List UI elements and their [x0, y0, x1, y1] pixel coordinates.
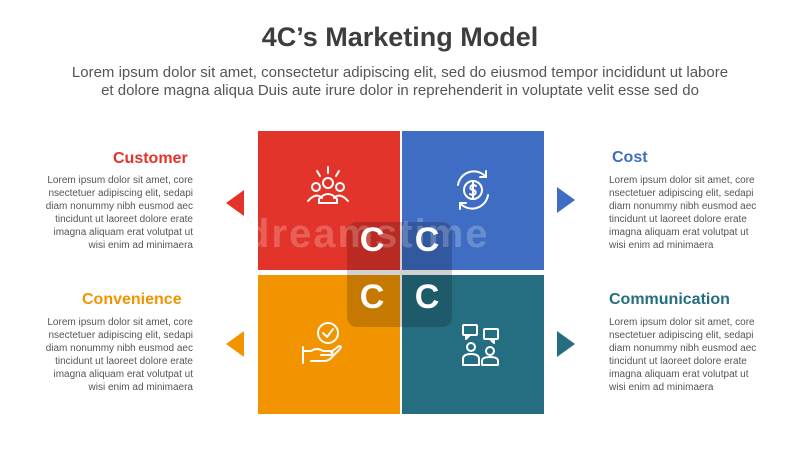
page-subtitle: Lorem ipsum dolor sit amet, consectetur … [30, 64, 770, 100]
description-line: tincidunt ut laoreet dolore erate [55, 356, 193, 367]
description-line: Lorem ipsum dolor sit amet, core [47, 317, 193, 328]
convenience-tile [258, 275, 400, 414]
description-line: diam nonummy nibh eusmod aec [45, 201, 193, 212]
description-line: diam nonummy nibh eusmod aec [609, 201, 757, 212]
cost-pointer-icon [557, 187, 575, 213]
cost-tile [402, 131, 544, 270]
center-overlay [347, 222, 452, 327]
description-line: tincidunt ut laoreet dolore erate [55, 214, 193, 225]
description-line: wisi enim ad minimaera [609, 240, 714, 251]
description-line: wisi enim ad minimaera [609, 382, 714, 393]
hand-check-icon [302, 322, 342, 364]
cost-letter: C [414, 220, 440, 259]
convenience-letter: C [359, 277, 385, 316]
convenience-description: Lorem ipsum dolor sit amet, core nsectet… [33, 316, 193, 394]
description-line: nsectetuer adipiscing elit, sedapi [48, 330, 193, 341]
description-line: Lorem ipsum dolor sit amet, core [609, 175, 755, 186]
description-line: imagna aliquam erat volutpat ut [609, 227, 749, 238]
description-line: diam nonummy nibh eusmod aec [45, 343, 193, 354]
description-line: wisi enim ad minimaera [88, 382, 193, 393]
communication-pointer-icon [557, 331, 575, 357]
cost-heading: Cost [612, 149, 648, 166]
description-line: diam nonummy nibh eusmod aec [609, 343, 757, 354]
communication-description: Lorem ipsum dolor sit amet, core nsectet… [609, 316, 769, 394]
convenience-heading: Convenience [82, 291, 182, 308]
description-line: nsectetuer adipiscing elit, sedapi [48, 188, 193, 199]
customer-pointer-icon [226, 190, 244, 216]
chat-people-icon [462, 324, 499, 366]
communication-tile [402, 275, 544, 414]
communication-letter: C [414, 277, 440, 316]
description-line: imagna aliquam erat volutpat ut [53, 369, 193, 380]
customer-tile [258, 131, 400, 270]
communication-heading: Communication [609, 291, 730, 308]
description-line: imagna aliquam erat volutpat ut [609, 369, 749, 380]
description-line: tincidunt ut laoreet dolore erate [609, 214, 747, 225]
description-line: nsectetuer adipiscing elit, sedapi [609, 330, 754, 341]
description-line: imagna aliquam erat volutpat ut [53, 227, 193, 238]
customer-letter: C [359, 220, 385, 259]
description-line: nsectetuer adipiscing elit, sedapi [609, 188, 754, 199]
description-line: Lorem ipsum dolor sit amet, core [609, 317, 755, 328]
subtitle-line: et dolore magna aliqua Duis aute irure d… [101, 82, 699, 99]
group-icon [307, 166, 349, 204]
page-title: 4C’s Marketing Model [261, 22, 539, 52]
dollar-cycle-icon [457, 170, 489, 210]
subtitle-line: Lorem ipsum dolor sit amet, consectetur … [71, 64, 729, 81]
description-line: wisi enim ad minimaera [88, 240, 193, 251]
description-line: tincidunt ut laoreet dolore erate [609, 356, 747, 367]
description-line: Lorem ipsum dolor sit amet, core [47, 175, 193, 186]
cost-description: Lorem ipsum dolor sit amet, core nsectet… [609, 174, 769, 252]
customer-heading: Customer [113, 150, 188, 167]
convenience-pointer-icon [226, 331, 244, 357]
customer-description: Lorem ipsum dolor sit amet, core nsectet… [33, 174, 193, 252]
